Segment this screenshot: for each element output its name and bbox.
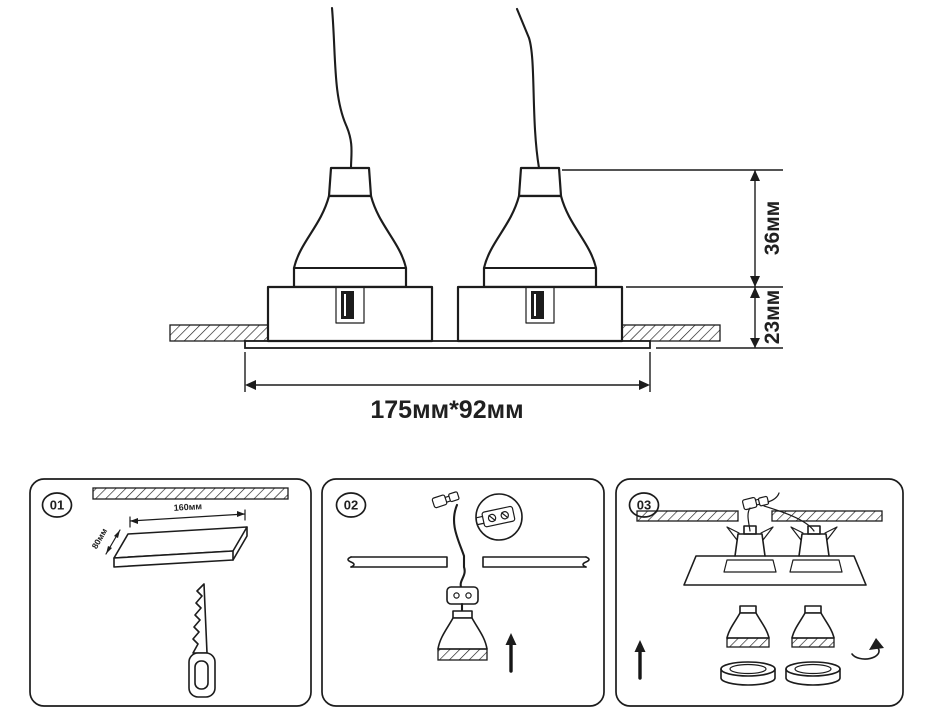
panel-step-03: 03 — [615, 478, 904, 707]
step-02-badge — [335, 492, 367, 518]
gu10-bulb-icon — [437, 610, 488, 661]
panel-step-02: 02 — [321, 478, 605, 707]
ceiling-section-cut — [347, 556, 590, 568]
wire-connector-icon — [431, 491, 460, 509]
spot-lamp-right-icon — [482, 166, 598, 289]
panel-01-border — [29, 478, 312, 707]
spring-clip-icon — [790, 526, 838, 541]
dim-23mm-label: 23мм — [761, 290, 784, 344]
ceiling-section-left — [169, 324, 269, 342]
dim-footprint-label: 175мм*92мм — [370, 396, 523, 424]
lamp-holder-left-icon — [726, 525, 774, 557]
mounting-frame-icon — [683, 555, 867, 586]
lamp-holder-right-icon — [790, 525, 838, 557]
insert-up-arrow-icon — [634, 640, 646, 680]
ceiling-hatch-right — [771, 510, 883, 522]
step-03-number: 03 — [637, 498, 651, 513]
ceiling-hatch-left — [636, 510, 739, 522]
gu10-bulb-right-icon — [791, 605, 835, 648]
decor-ring-right-icon — [785, 661, 841, 686]
ceiling-hatch-strip — [92, 487, 289, 500]
step-01-badge — [41, 492, 73, 518]
terminal-block-icon — [446, 586, 479, 605]
lamp-wire-right-icon — [763, 505, 815, 532]
wire-connector-icon — [742, 495, 770, 511]
drop-wire-icon — [452, 503, 466, 589]
supply-wire-right-icon — [515, 7, 541, 170]
terminal-magnifier-icon — [475, 493, 523, 541]
drywall-saw-icon — [188, 583, 216, 698]
gu10-bulb-left-icon — [726, 605, 770, 648]
pigtail-wire-icon — [767, 492, 780, 503]
panel-step-01: 01 160мм 80мм — [29, 478, 312, 707]
twist-arrow-icon — [851, 638, 884, 660]
spring-clip-icon — [726, 526, 774, 541]
step-02-number: 02 — [344, 498, 358, 513]
fixture-side-view: 36мм 23мм 175мм*92мм — [169, 6, 784, 424]
step-01-number: 01 — [50, 498, 64, 513]
lamp-wire-left-icon — [747, 507, 751, 532]
cutout-length-label: 160мм — [173, 501, 202, 513]
panel-03-border — [615, 478, 904, 707]
decor-ring-left-icon — [720, 661, 776, 686]
spot-lamp-left-icon — [292, 166, 408, 289]
footprint-dimension: 175мм*92мм — [244, 352, 651, 424]
insert-up-arrow-icon — [505, 633, 517, 673]
ceiling-section-right — [621, 324, 721, 342]
trim-flange — [244, 340, 651, 349]
supply-wire-left-icon — [330, 6, 353, 170]
socket-clip-left-icon — [335, 286, 365, 324]
dim-36mm-label: 36мм — [761, 201, 784, 255]
socket-clip-right-icon — [525, 286, 555, 324]
height-dimensions: 36мм 23мм — [562, 169, 784, 349]
